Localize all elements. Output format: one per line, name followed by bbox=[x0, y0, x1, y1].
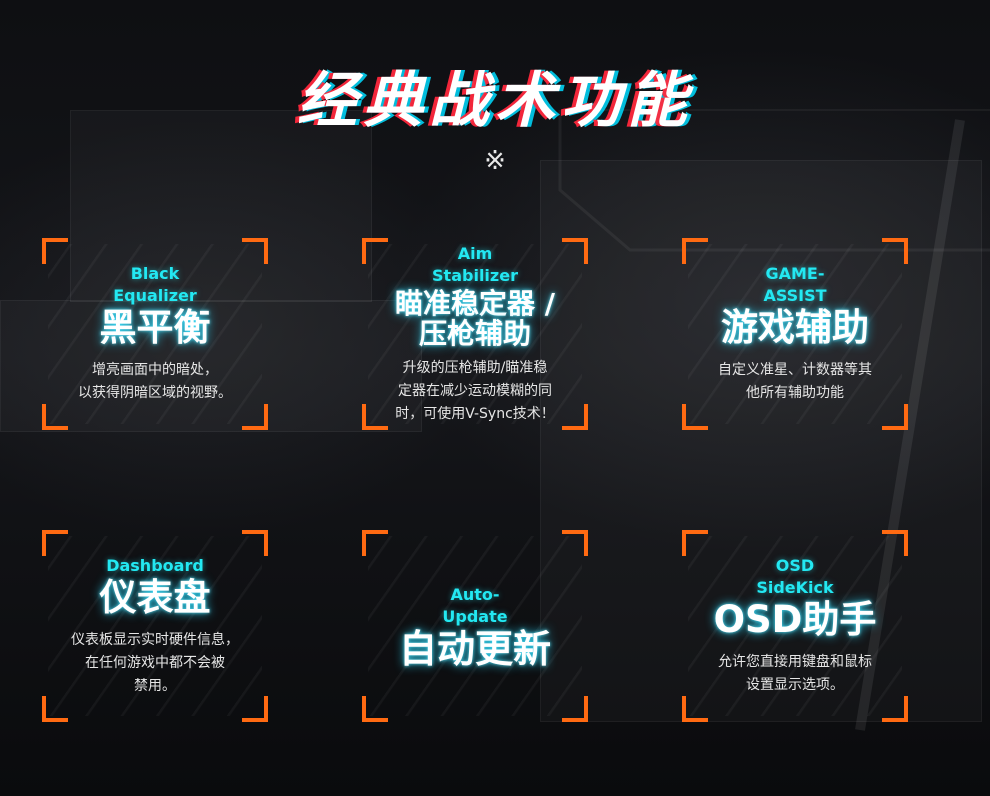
feature-name: 仪表盘 bbox=[99, 575, 211, 619]
background-panel bbox=[70, 110, 372, 302]
bracket-corner bbox=[682, 238, 708, 264]
feature-english-name: GAME- ASSIST bbox=[763, 264, 827, 305]
feature-card-game-assist: GAME- ASSIST 游戏辅助 自定义准星、计数器等其 他所有辅助功能 bbox=[682, 238, 908, 430]
feature-name: OSD助手 bbox=[713, 598, 877, 641]
card-hatch bbox=[48, 536, 262, 716]
bracket-corner bbox=[882, 238, 908, 264]
bracket-corner bbox=[682, 404, 708, 430]
bracket-corner bbox=[682, 530, 708, 556]
bracket-corner bbox=[362, 238, 388, 264]
feature-name: 自动更新 bbox=[398, 627, 551, 671]
bracket-corner bbox=[882, 530, 908, 556]
feature-english-name: Aim Stabilizer bbox=[432, 243, 518, 285]
feature-card-black-equalizer: Black Equalizer 黑平衡 增亮画面中的暗处， 以获得阴暗区域的视野… bbox=[42, 238, 268, 430]
bracket-corner bbox=[362, 696, 388, 722]
bracket-corner bbox=[42, 696, 68, 722]
bracket-corner bbox=[242, 238, 268, 264]
bracket-corner bbox=[42, 530, 68, 556]
feature-card-dashboard: Dashboard 仪表盘 仪表板显示实时硬件信息， 在任何游戏中都不会被 禁用… bbox=[42, 530, 268, 722]
feature-description: 升级的压枪辅助/瞄准稳 定器在减少运动模糊的同 时，可使用V-Sync技术！ bbox=[395, 359, 555, 422]
feature-description: 增亮画面中的暗处， 以获得阴暗区域的视野。 bbox=[78, 362, 232, 401]
bracket-corner bbox=[882, 404, 908, 430]
background-panel bbox=[540, 160, 982, 722]
feature-description: 仪表板显示实时硬件信息， 在任何游戏中都不会被 禁用。 bbox=[71, 631, 239, 694]
feature-english-name: Black Equalizer bbox=[113, 264, 197, 305]
bracket-corner bbox=[242, 696, 268, 722]
feature-description: 自定义准星、计数器等其 他所有辅助功能 bbox=[718, 362, 872, 401]
feature-english-name: Dashboard bbox=[106, 555, 204, 575]
bracket-corner bbox=[42, 404, 68, 430]
bracket-corner bbox=[42, 238, 68, 264]
bracket-corner bbox=[362, 404, 388, 430]
card-hatch bbox=[48, 244, 262, 424]
feature-name: 黑平衡 bbox=[99, 306, 211, 349]
bracket-corner bbox=[682, 696, 708, 722]
card-hatch bbox=[688, 244, 902, 424]
card-hatch bbox=[368, 536, 582, 716]
bracket-corner bbox=[362, 530, 388, 556]
reference-mark: ※ bbox=[484, 146, 506, 176]
feature-card-aim-stabilizer: Aim Stabilizer 瞄准稳定器 / 压枪辅助 升级的压枪辅助/瞄准稳 … bbox=[362, 238, 588, 430]
feature-name: 瞄准稳定器 / 压枪辅助 bbox=[395, 286, 555, 350]
bracket-corner bbox=[242, 404, 268, 430]
card-hatch bbox=[688, 536, 902, 716]
bracket-corner bbox=[242, 530, 268, 556]
bracket-corner bbox=[562, 530, 588, 556]
bracket-corner bbox=[562, 238, 588, 264]
feature-description: 允许您直接用键盘和鼠标 设置显示选项。 bbox=[718, 654, 872, 693]
feature-name: 游戏辅助 bbox=[721, 306, 869, 349]
bracket-corner bbox=[882, 696, 908, 722]
bracket-corner bbox=[562, 696, 588, 722]
feature-english-name: OSD SideKick bbox=[756, 556, 834, 597]
feature-card-auto-update: Auto- Update 自动更新 bbox=[362, 530, 588, 722]
feature-card-osd-sidekick: OSD SideKick OSD助手 允许您直接用键盘和鼠标 设置显示选项。 bbox=[682, 530, 908, 722]
bracket-corner bbox=[562, 404, 588, 430]
feature-english-name: Auto- Update bbox=[442, 585, 508, 626]
card-hatch bbox=[368, 244, 582, 424]
background-panel bbox=[0, 300, 422, 432]
page-title: 经典战术功能 bbox=[297, 66, 693, 136]
